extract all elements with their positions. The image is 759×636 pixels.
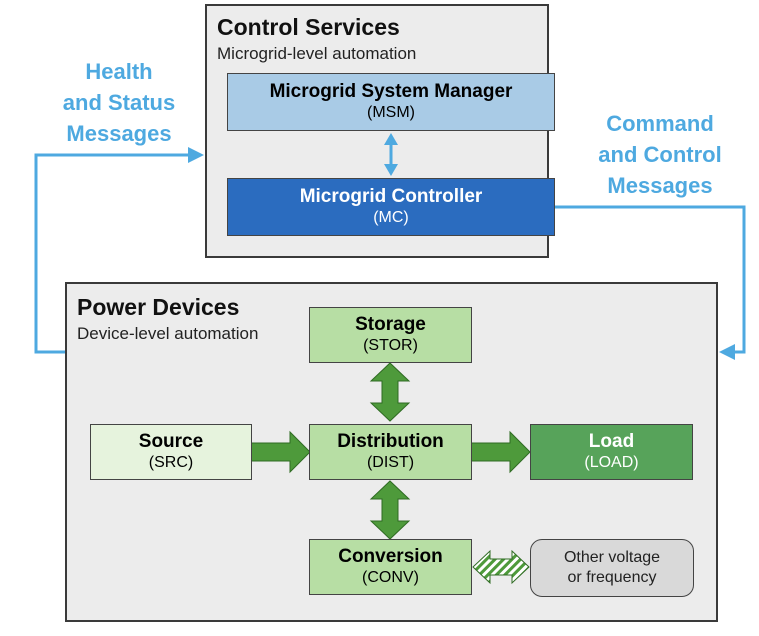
other-voltage-node: Other voltage or frequency [530, 539, 694, 597]
other-line1: Other voltage [563, 549, 661, 566]
mc-abbr: (MC) [373, 209, 409, 226]
health-line1: Health [85, 59, 153, 84]
storage-abbr: (STOR) [363, 337, 418, 354]
command-control-label: Command and Control Messages [570, 108, 750, 201]
distribution-abbr: (DIST) [366, 454, 415, 471]
distribution-name: Distribution [337, 431, 444, 452]
source-distribution-arrow [249, 430, 311, 474]
command-line1: Command [606, 111, 714, 136]
health-line2: and Status [62, 90, 176, 115]
health-line3: Messages [66, 121, 172, 146]
msm-name: Microgrid System Manager [269, 81, 513, 102]
conversion-other-arrow [472, 549, 530, 585]
storage-name: Storage [355, 314, 426, 335]
conversion-name: Conversion [338, 546, 443, 567]
distribution-node: Distribution (DIST) [309, 424, 472, 480]
storage-node: Storage (STOR) [309, 307, 472, 363]
control-services-subtitle: Microgrid-level automation [217, 44, 417, 63]
command-line3: Messages [607, 173, 713, 198]
power-devices-title: Power Devices [77, 294, 240, 320]
conversion-node: Conversion (CONV) [309, 539, 472, 595]
health-status-path [34, 147, 204, 354]
mc-name: Microgrid Controller [299, 186, 483, 207]
source-node: Source (SRC) [90, 424, 252, 480]
load-name: Load [588, 431, 635, 452]
conversion-abbr: (CONV) [362, 569, 419, 586]
source-abbr: (SRC) [148, 454, 194, 471]
msm-abbr: (MSM) [367, 104, 415, 121]
health-status-label: Health and Status Messages [30, 56, 208, 149]
distribution-load-arrow [469, 430, 531, 474]
other-line2: or frequency [567, 569, 657, 586]
msm-node: Microgrid System Manager (MSM) [227, 73, 555, 131]
command-line2: and Control [598, 142, 722, 167]
msm-mc-arrow [384, 133, 398, 176]
load-abbr: (LOAD) [584, 454, 639, 471]
load-node: Load (LOAD) [530, 424, 693, 480]
source-name: Source [138, 431, 204, 452]
power-devices-subtitle: Device-level automation [77, 324, 259, 343]
storage-distribution-arrow [369, 362, 411, 422]
control-services-title: Control Services [217, 14, 400, 40]
mc-node: Microgrid Controller (MC) [227, 178, 555, 236]
command-control-path [555, 205, 746, 360]
